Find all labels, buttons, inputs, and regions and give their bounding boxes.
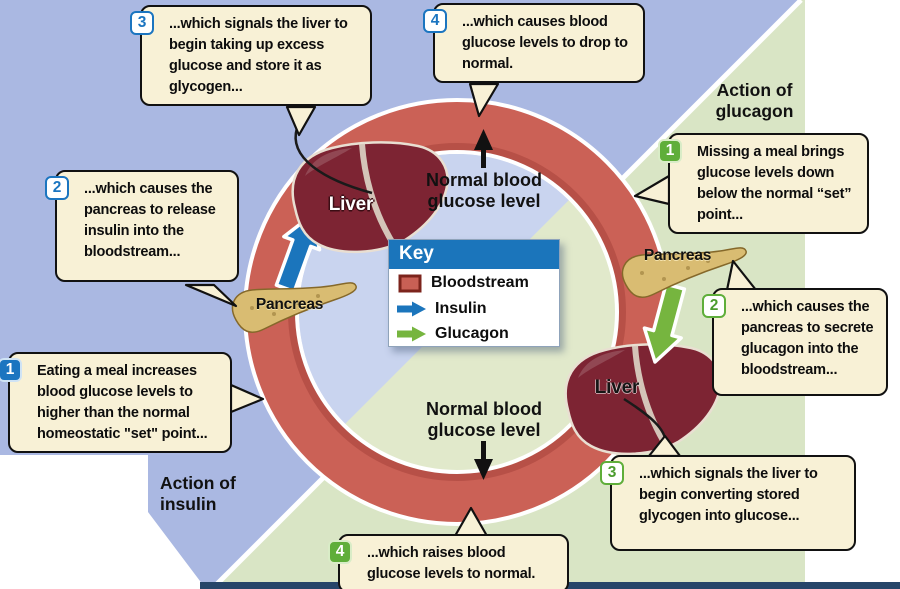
step-badge-glucagon-2: 2 (702, 294, 726, 318)
tail-insulin-step3 (285, 105, 317, 137)
action-of-insulin-label: Action of insulin (160, 473, 236, 514)
glucagon-arrow (642, 282, 687, 364)
tail-insulin-step4 (468, 82, 500, 118)
callout-glucagon-step4: 4 ...which raises blood glucose levels t… (328, 534, 569, 589)
step-badge-insulin-2: 2 (45, 176, 69, 200)
action-of-glucagon-label: Action of glucagon (715, 80, 794, 121)
key-item-insulin: Insulin (389, 296, 559, 321)
callout-text-insulin-3: ...which signals the liver to begin taki… (169, 16, 348, 96)
key-item-glucagon: Glucagon (389, 321, 559, 346)
key-item-bloodstream: Bloodstream (389, 269, 559, 296)
callout-insulin-step1: 1 Eating a meal increases blood glucose … (0, 352, 232, 454)
step-badge-glucagon-3: 3 (600, 461, 624, 485)
key-item-label-glucagon: Glucagon (435, 325, 509, 342)
bloodstream-swatch (398, 274, 422, 293)
normal-level-up-arrow (474, 129, 493, 168)
callout-insulin-step4: 4 ...which causes blood glucose levels t… (423, 3, 645, 84)
callout-text-glucagon-1: Missing a meal brings glucose levels dow… (697, 144, 852, 224)
callout-insulin-step2: 2 ...which causes the pancreas to releas… (45, 170, 239, 282)
key-item-label-insulin: Insulin (435, 300, 487, 317)
normal-glucose-label-bottom: Normal blood glucose level (426, 399, 542, 440)
insulin-arrow-icon (397, 301, 426, 317)
normal-glucose-label-top: Normal blood glucose level (426, 170, 542, 211)
callout-text-insulin-1: Eating a meal increases blood glucose le… (37, 363, 208, 443)
callout-text-insulin-4: ...which causes blood glucose levels to … (462, 14, 628, 73)
pancreas-organ-left (231, 282, 357, 333)
glucagon-arrow-icon (397, 326, 426, 342)
callout-text-glucagon-2: ...which causes the pancreas to secrete … (741, 299, 874, 379)
tail-insulin-step2 (184, 283, 238, 308)
callout-glucagon-step2: 2 ...which causes the pancreas to secret… (702, 288, 888, 396)
step-badge-insulin-4: 4 (423, 9, 447, 33)
step-badge-glucagon-4: 4 (328, 540, 352, 564)
callout-glucagon-step3: 3 ...which signals the liver to begin co… (600, 455, 856, 551)
callout-insulin-step3: 3 ...which signals the liver to begin ta… (130, 5, 372, 107)
callout-glucagon-step1: 1 Missing a meal brings glucose levels d… (658, 133, 869, 235)
key-title: Key (389, 240, 559, 269)
step-badge-insulin-3: 3 (130, 11, 154, 35)
callout-text-glucagon-4: ...which raises blood glucose levels to … (367, 545, 536, 583)
pancreas-label-right: Pancreas (643, 247, 712, 264)
normal-level-down-arrow (474, 441, 493, 480)
key-item-label-bloodstream: Bloodstream (431, 274, 529, 291)
leader-line-insulin-step3 (294, 127, 373, 195)
step-badge-glucagon-1: 1 (658, 139, 682, 163)
step-badge-insulin-1: 1 (0, 358, 22, 382)
key-legend: Key Bloodstream Insulin Glucagon (388, 239, 560, 347)
liver-label-top: Liver (328, 194, 374, 215)
callout-text-insulin-2: ...which causes the pancreas to release … (84, 181, 216, 261)
liver-label-right: Liver (594, 377, 640, 398)
pancreas-label-left: Pancreas (255, 296, 324, 313)
callout-text-glucagon-3: ...which signals the liver to begin conv… (639, 466, 818, 525)
